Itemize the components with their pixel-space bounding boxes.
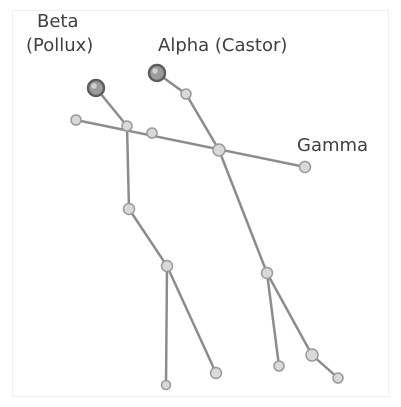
star-b5 — [162, 381, 171, 390]
star-a5 — [333, 373, 343, 383]
constellation-lines — [76, 73, 338, 385]
star-b3 — [124, 204, 135, 215]
star-a1 — [181, 89, 191, 99]
beta-label-line2: (Pollux) — [26, 36, 93, 56]
beta-label-line1: Beta — [37, 12, 79, 32]
line-b3-b4 — [129, 209, 167, 266]
line-gamma_left-gamma — [76, 120, 305, 167]
star-castor — [149, 65, 165, 81]
line-a2-a3 — [267, 273, 279, 366]
constellation-stars — [71, 65, 343, 390]
star-a2 — [262, 268, 273, 279]
star-a4 — [306, 349, 318, 361]
star-b2 — [147, 128, 157, 138]
line-b4-b6 — [167, 266, 216, 373]
line-b1-b3 — [127, 126, 129, 209]
star-gamma — [300, 162, 311, 173]
star-pollux-highlight — [91, 83, 97, 89]
star-gamma_left — [71, 115, 81, 125]
line-a1-alpha_mid — [186, 94, 219, 150]
star-b6 — [211, 368, 222, 379]
star-a3 — [274, 361, 284, 371]
star-castor-highlight — [152, 68, 158, 74]
star-b1 — [122, 121, 132, 131]
line-alpha_mid-a2 — [219, 150, 267, 273]
star-alpha_mid — [213, 144, 225, 156]
alpha-castor-label: Alpha (Castor) — [158, 36, 287, 56]
line-b4-b5 — [166, 266, 167, 385]
gamma-label: Gamma — [297, 136, 368, 156]
line-a2-a4 — [267, 273, 312, 355]
star-b4 — [162, 261, 173, 272]
star-pollux — [88, 80, 104, 96]
